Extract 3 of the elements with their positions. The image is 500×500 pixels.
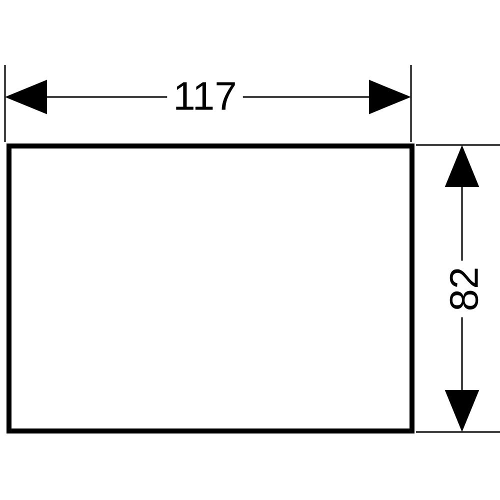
dimension-label: 82 xyxy=(444,260,484,318)
rectangle-drawing xyxy=(6,144,414,434)
dimension-label: 117 xyxy=(167,76,243,116)
